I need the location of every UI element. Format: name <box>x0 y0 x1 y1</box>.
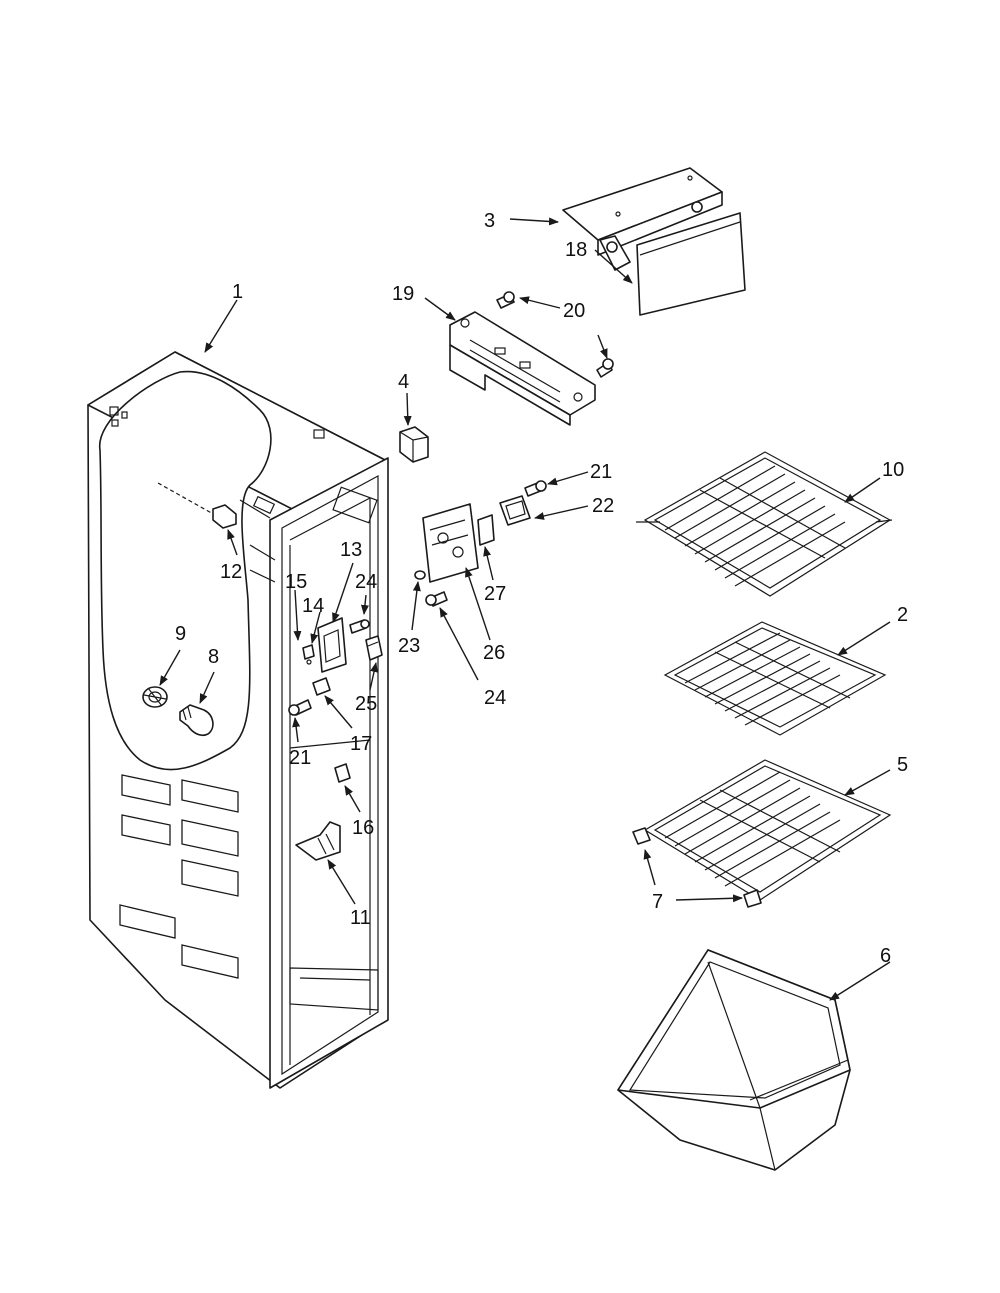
callout-26: 26 <box>483 642 505 664</box>
callout-5: 5 <box>897 754 908 776</box>
light-socket <box>142 686 168 708</box>
callout-6: 6 <box>880 945 891 967</box>
callout-16: 16 <box>352 817 374 839</box>
callout-21-upper: 21 <box>590 461 612 483</box>
knob-23 <box>414 570 426 580</box>
callout-10: 10 <box>882 459 904 481</box>
wire-shelf-5 <box>643 759 892 901</box>
switch-16 <box>334 763 351 783</box>
callout-labels: 1 3 18 19 20 4 21 22 10 2 5 7 6 12 13 15… <box>175 210 908 967</box>
callout-3: 3 <box>484 210 495 232</box>
bracket-25 <box>365 635 383 661</box>
cam-12 <box>157 482 237 529</box>
screw-24-lower <box>425 591 448 607</box>
callout-12: 12 <box>220 561 242 583</box>
callout-2: 2 <box>897 604 908 626</box>
callout-11: 11 <box>350 907 371 929</box>
control-26 <box>422 503 479 583</box>
screw-21-upper <box>524 480 547 497</box>
callout-25: 25 <box>355 693 377 715</box>
control-housing <box>449 311 596 426</box>
storage-bin-6 <box>617 949 851 1171</box>
callout-18: 18 <box>565 239 587 261</box>
callout-19: 19 <box>392 283 414 305</box>
callout-14: 14 <box>302 595 324 617</box>
callout-8: 8 <box>208 646 219 668</box>
bracket-11 <box>295 821 341 861</box>
callout-24-upper: 24 <box>355 571 377 593</box>
light-bulb <box>179 704 214 737</box>
switch-14 <box>302 644 315 665</box>
callout-22: 22 <box>592 495 614 517</box>
hinge-bracket <box>562 167 723 271</box>
bracket-27 <box>477 514 495 546</box>
callout-9: 9 <box>175 623 186 645</box>
callout-4: 4 <box>398 371 409 393</box>
cabinet-liner <box>87 351 389 1089</box>
callout-24-lower: 24 <box>484 687 506 709</box>
callout-1: 1 <box>232 281 243 303</box>
screw-21-lower <box>288 699 312 716</box>
screw-20-lower <box>596 358 614 378</box>
callout-21-lower: 21 <box>289 747 311 769</box>
callout-17: 17 <box>350 733 372 755</box>
light-housing-13 <box>317 617 347 673</box>
hinge-cover <box>636 212 746 316</box>
clip-4 <box>399 426 429 463</box>
plate-22 <box>499 495 531 526</box>
callout-23: 23 <box>398 635 420 657</box>
clip-17 <box>312 677 331 696</box>
callout-15: 15 <box>285 571 307 593</box>
callout-7: 7 <box>652 891 663 913</box>
callout-13: 13 <box>340 539 362 561</box>
wire-shelf-10 <box>636 451 893 597</box>
screw-20-upper <box>496 291 515 309</box>
callout-27: 27 <box>484 583 506 605</box>
callout-20: 20 <box>563 300 585 322</box>
shelf-end-cap-7a <box>632 827 651 845</box>
shelf-end-cap-7b <box>743 889 762 908</box>
screw-24-upper <box>349 619 370 634</box>
leader-lines <box>159 217 891 1001</box>
wire-shelf-2 <box>663 621 887 736</box>
